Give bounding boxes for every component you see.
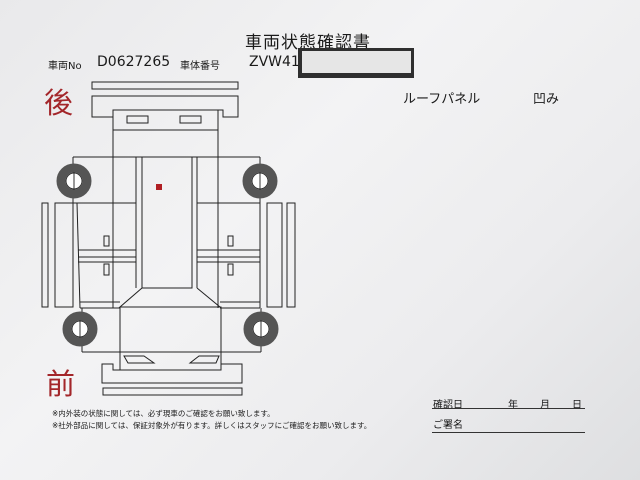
redaction-sticker [298, 48, 414, 78]
hood [119, 306, 222, 371]
note-2: ※社外部品に関しては、保証対象外が有ります。詳しくはスタッフにご確認をお願い致し… [52, 421, 372, 430]
month-label: 月 [540, 400, 550, 411]
rear-lamp-right [179, 115, 202, 124]
damage-condition: 凹み [533, 92, 560, 107]
year-label: 年 [508, 400, 518, 411]
confirm-date-label: 確認日 [433, 400, 463, 411]
day-label: 日 [572, 400, 582, 411]
rear-bumper-top [91, 81, 239, 90]
front-bumper-bottom [102, 387, 243, 396]
front-bumper [101, 363, 243, 384]
damage-marker [156, 184, 162, 190]
chassis-no-label: 車体番号 [180, 61, 220, 72]
chassis-no-value: ZVW41 [249, 54, 300, 70]
front-label: 前 [46, 367, 76, 401]
hood-edge [118, 287, 222, 308]
headlight-right [188, 355, 220, 364]
signature-line [432, 432, 585, 433]
date-line [432, 408, 585, 409]
signature-label: ご署名 [433, 420, 463, 431]
trunk [112, 109, 219, 131]
tire-icons [56, 163, 279, 347]
note-1: ※内外装の状態に関しては、必ず現車のご確認をお願い致します。 [52, 409, 275, 418]
rear-label: 後 [44, 86, 74, 120]
vehicle-no-value: D0627265 [97, 54, 171, 70]
damage-part: ルーフパネル [403, 92, 481, 107]
vehicle-no-label: 車両No [48, 61, 82, 72]
roof-panel [141, 156, 193, 289]
rear-bumper [91, 95, 239, 118]
headlight-left [123, 355, 156, 364]
rear-lamp-left [126, 115, 149, 124]
